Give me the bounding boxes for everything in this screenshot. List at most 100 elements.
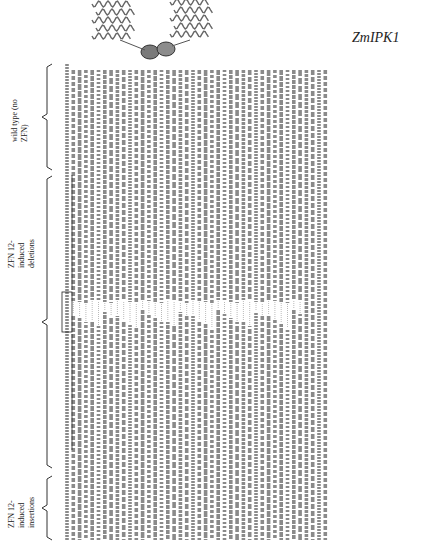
deletion-gap <box>159 303 164 322</box>
deletion-gap <box>285 303 290 328</box>
deletion-dash <box>180 303 181 311</box>
cut-site-box <box>62 292 72 332</box>
deletion-gap <box>266 300 271 316</box>
zinc-finger <box>174 23 212 29</box>
sequence-line <box>260 70 264 540</box>
deletion-dash <box>104 303 105 311</box>
deletion-gap <box>241 300 246 322</box>
sequence-line <box>311 70 315 540</box>
deletion-dash <box>167 301 168 321</box>
zinc-finger <box>174 7 212 13</box>
deletion-dash <box>224 302 225 313</box>
zinc-finger <box>92 33 130 39</box>
group-bracket <box>42 176 52 468</box>
deletion-gap <box>228 302 233 318</box>
sequence-line <box>229 70 233 540</box>
sequence-line <box>235 70 239 540</box>
zinc-finger <box>170 0 208 5</box>
deletion-gap <box>77 302 82 318</box>
deletion-dash <box>281 303 282 323</box>
deletion-gap <box>140 300 145 310</box>
deletion-gap <box>191 300 196 316</box>
sequence-line <box>103 70 107 540</box>
binding-site-underline <box>72 334 73 450</box>
deletion-gap <box>153 302 158 318</box>
sequence-line <box>223 70 227 540</box>
sequence-line <box>78 70 82 540</box>
deletion-gap <box>216 300 221 310</box>
sequence-line <box>305 70 309 540</box>
deletion-gap <box>203 302 208 324</box>
deletion-dash <box>274 302 275 319</box>
deletion-gap <box>128 302 133 324</box>
deletion-gap <box>83 303 88 322</box>
deletion-gap <box>109 303 114 316</box>
binding-site-underline <box>72 175 73 290</box>
deletion-dash <box>85 304 86 321</box>
group-bracket <box>42 64 52 170</box>
deletion-gap <box>96 301 101 326</box>
deletion-dash <box>117 301 118 315</box>
sequence-line <box>273 70 277 540</box>
sequence-line <box>317 70 321 540</box>
deletion-gap <box>102 302 107 312</box>
sequence-line <box>84 70 88 540</box>
deletion-gap <box>172 301 177 326</box>
deletion-dash <box>142 301 143 309</box>
deletion-dash <box>98 302 99 325</box>
deletion-dash <box>123 302 124 319</box>
zinc-finger <box>92 17 130 23</box>
deletion-dash <box>300 302 301 313</box>
deletion-dash <box>79 303 80 317</box>
sequence-line <box>135 70 139 540</box>
deletion-gap <box>197 301 202 320</box>
deletion-dash <box>218 301 219 309</box>
deletion-dash <box>237 304 238 321</box>
group-label: wild type (no ZFN) <box>10 94 30 142</box>
deletion-dash <box>73 302 74 313</box>
sequence-line <box>153 70 157 540</box>
sequence-line <box>242 70 246 540</box>
group-bracket <box>42 476 52 540</box>
deletion-dash <box>256 303 257 311</box>
sequence-line <box>185 70 189 540</box>
foki-domain <box>157 42 175 56</box>
deletion-dash <box>174 302 175 325</box>
deletion-dash <box>193 301 194 315</box>
deletion-dash <box>161 304 162 321</box>
sequence-line <box>248 70 252 540</box>
deletion-dash <box>111 304 112 315</box>
zinc-finger <box>92 1 130 7</box>
sequence-line <box>267 70 271 540</box>
sequence-line <box>160 70 164 540</box>
deletion-dash <box>155 303 156 317</box>
sequence-line <box>254 70 258 540</box>
deletion-gap <box>115 300 120 316</box>
group-label: ZFN 12-induced deletions <box>7 222 37 268</box>
deletion-gap <box>222 301 227 314</box>
deletion-dash <box>293 301 294 309</box>
sequence-line <box>90 70 94 540</box>
gene-name: ZmIPK1 <box>352 30 399 46</box>
deletion-gap <box>184 303 189 316</box>
sequence-line <box>279 70 283 540</box>
deletion-dash <box>136 304 137 327</box>
deletion-dash <box>268 301 269 315</box>
sequence-line <box>323 70 327 540</box>
deletion-gap <box>165 300 170 322</box>
deletion-dash <box>130 303 131 323</box>
deletion-gap <box>134 303 139 328</box>
deletion-gap <box>146 301 151 314</box>
deletion-gap <box>272 301 277 320</box>
deletion-dash <box>148 302 149 313</box>
deletion-gap <box>298 301 303 314</box>
zinc-finger <box>170 31 208 37</box>
deletion-dash <box>199 302 200 319</box>
sequence-line <box>147 70 151 540</box>
deletion-gap <box>291 300 296 310</box>
deletion-gap <box>90 300 95 322</box>
deletion-gap <box>121 301 126 320</box>
sequence-line <box>210 70 214 540</box>
deletion-dash <box>186 304 187 315</box>
